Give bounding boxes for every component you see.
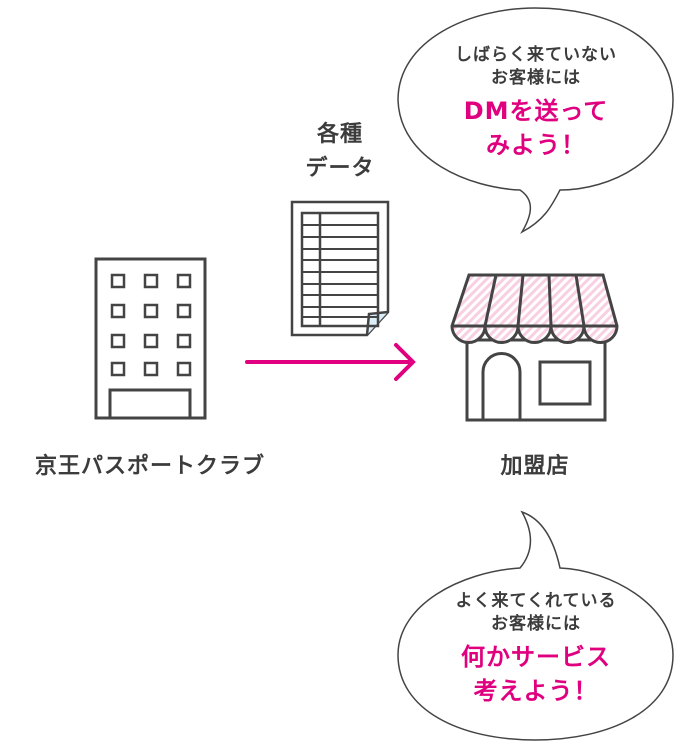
data-label-line1: 各種: [316, 122, 363, 147]
store-label: 加盟店: [500, 454, 570, 479]
source-label: 京王パスポートクラブ: [34, 454, 265, 479]
bubble-top-line2: お客様には: [491, 68, 581, 88]
bubble-bottom-line1: よく来てくれている: [455, 591, 617, 611]
bubble-bottom-text: よく来てくれている お客様には 何かサービス 考えよう！: [405, 590, 667, 708]
speech-bubble-bottom: [397, 510, 674, 741]
data-label: 各種 データ: [280, 118, 400, 186]
bubble-bottom-line3: 何かサービス: [461, 643, 611, 671]
document-icon: [290, 200, 390, 337]
bubble-top-text: しばらく来ていない お客様には DMを送って みよう！: [405, 44, 667, 162]
speech-bubble-top: [397, 7, 674, 234]
data-label-line2: データ: [305, 156, 375, 181]
arrow-right-icon: [245, 343, 416, 381]
bubble-top-line3: DMを送って: [463, 97, 609, 125]
bubble-bottom-line2: お客様には: [491, 614, 581, 634]
bubble-top-line1: しばらく来ていない: [455, 45, 617, 65]
office-building-icon: [94, 257, 207, 420]
store-icon: [450, 273, 619, 422]
bubble-bottom-line4: 考えよう！: [473, 677, 599, 705]
bubble-top-line4: みよう！: [486, 131, 586, 159]
